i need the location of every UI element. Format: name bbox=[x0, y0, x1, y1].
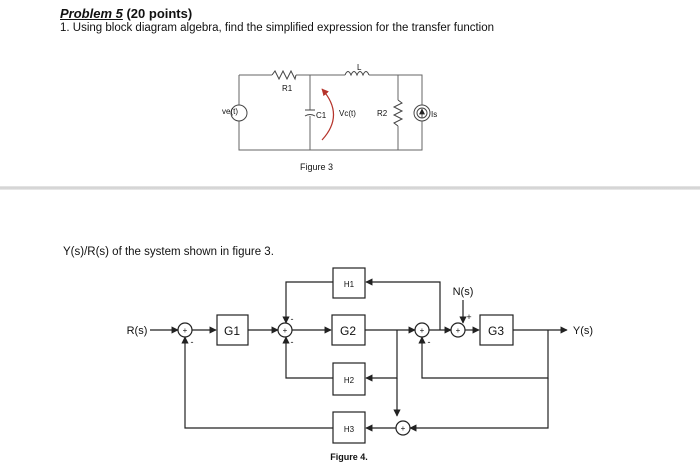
plus-sign: + bbox=[401, 424, 406, 433]
figure3-caption: Figure 3 bbox=[300, 162, 333, 172]
minus-sign: - bbox=[191, 337, 194, 347]
plus-sign: + bbox=[183, 326, 188, 335]
output-label: Y(s) bbox=[573, 325, 593, 337]
block-g3 bbox=[479, 314, 514, 346]
vc-arrow bbox=[321, 88, 335, 141]
capacitor-c1 bbox=[304, 109, 316, 117]
block-g2 bbox=[331, 314, 366, 346]
block-h2 bbox=[332, 362, 366, 396]
label-is: Is bbox=[431, 110, 437, 119]
plus-sign: + bbox=[420, 326, 425, 335]
block-diagram-figure-4 bbox=[150, 267, 568, 444]
resistor-r2 bbox=[392, 99, 404, 127]
label-c1: C1 bbox=[316, 111, 327, 120]
resistor-r1 bbox=[271, 69, 297, 81]
figure4-caption: Figure 4. bbox=[330, 452, 368, 462]
h2-label: H2 bbox=[344, 376, 355, 385]
question-text-line1: 1. Using block diagram algebra, find the… bbox=[60, 22, 495, 34]
problem-points: (20 points) bbox=[122, 6, 193, 21]
current-source bbox=[413, 104, 431, 122]
plus-sign: + bbox=[283, 326, 288, 335]
label-r1: R1 bbox=[282, 84, 293, 93]
label-ve: ve(t) bbox=[222, 107, 238, 116]
summing-junction-1 bbox=[177, 322, 193, 338]
label-l: L bbox=[357, 63, 362, 72]
disturbance-label: N(s) bbox=[453, 286, 474, 298]
voltage-source bbox=[230, 104, 248, 122]
summing-junction-3 bbox=[414, 322, 430, 338]
label-vc: Vc(t) bbox=[339, 109, 356, 118]
g2-label: G2 bbox=[340, 324, 356, 338]
block-h3 bbox=[332, 411, 366, 444]
block-h1 bbox=[332, 267, 366, 299]
minus-sign: - bbox=[291, 314, 294, 324]
h3-label: H3 bbox=[344, 425, 355, 434]
circuit-figure-3 bbox=[230, 69, 431, 151]
label-r2: R2 bbox=[377, 109, 388, 118]
block-g1 bbox=[216, 314, 249, 346]
minus-sign: - bbox=[428, 337, 431, 347]
page-divider bbox=[0, 186, 700, 190]
plus-sign: + bbox=[466, 312, 471, 322]
inductor-l bbox=[344, 71, 370, 77]
minus-sign: - bbox=[291, 337, 294, 347]
summing-junction-5 bbox=[395, 420, 411, 436]
input-label: R(s) bbox=[127, 325, 148, 337]
g3-label: G3 bbox=[488, 324, 504, 338]
problem-title: Problem 5 (20 points) bbox=[60, 6, 192, 21]
summing-junction-2 bbox=[277, 322, 293, 338]
g1-label: G1 bbox=[224, 324, 240, 338]
summing-junction-4 bbox=[450, 322, 466, 338]
h1-label: H1 bbox=[344, 280, 355, 289]
plus-sign: + bbox=[456, 326, 461, 335]
question-text-line2: Y(s)/R(s) of the system shown in figure … bbox=[63, 246, 274, 258]
problem-number: Problem 5 bbox=[60, 6, 123, 21]
